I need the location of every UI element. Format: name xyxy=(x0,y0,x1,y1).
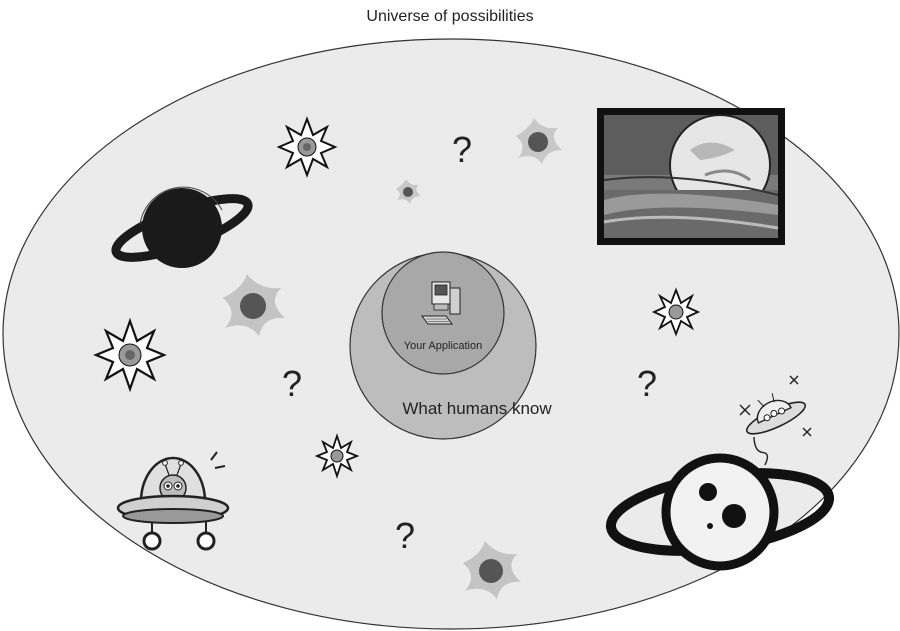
question-mark: ? xyxy=(282,363,302,404)
question-mark: ? xyxy=(395,515,415,556)
question-mark: ? xyxy=(452,129,472,170)
question-mark: ? xyxy=(637,363,657,404)
moon-landscape-picture xyxy=(597,108,785,245)
star-burst-icon xyxy=(317,436,357,476)
application-circle xyxy=(382,252,504,374)
application-label: Your Application xyxy=(404,340,483,352)
star-burst-icon xyxy=(279,119,335,175)
star-burst-icon xyxy=(654,290,698,334)
star-burst-icon xyxy=(96,321,164,389)
humans-know-label: What humans know xyxy=(402,399,552,418)
